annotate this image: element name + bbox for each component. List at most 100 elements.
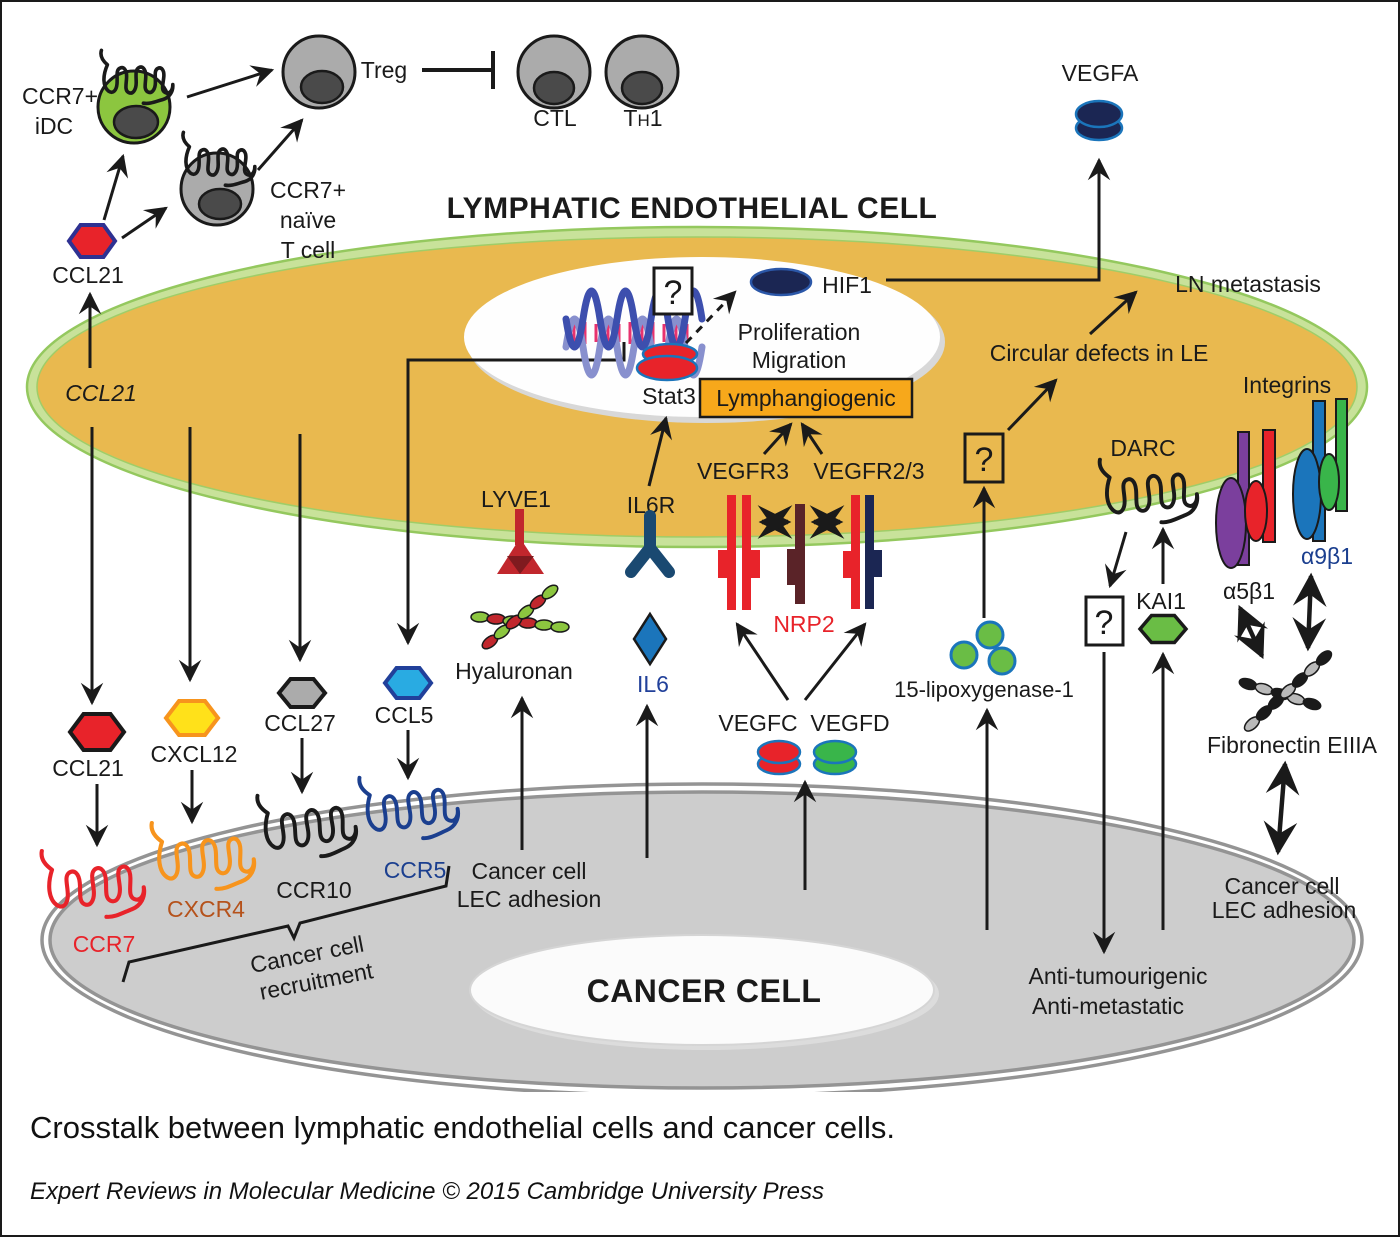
ccr5-label: CCR5 bbox=[384, 857, 447, 883]
th1-label-h: H bbox=[637, 111, 649, 130]
inhibition-treg-ctl bbox=[422, 51, 495, 89]
ccl21-top-label: CCL21 bbox=[52, 262, 124, 288]
arrow-defects-to-lnmet bbox=[1088, 290, 1138, 336]
idc-label-line1: CCR7+ bbox=[22, 83, 98, 109]
naive-tcell bbox=[179, 130, 257, 227]
fibronectin-label: Fibronectin EIIIA bbox=[1207, 732, 1378, 758]
dna-icon bbox=[562, 287, 706, 379]
arrow-idc-to-treg bbox=[186, 65, 275, 99]
lec-title: LYMPHATIC ENDOTHELIAL CELL bbox=[447, 192, 938, 225]
lipoxygenase-label: 15-lipoxygenase-1 bbox=[894, 677, 1074, 702]
darc-label: DARC bbox=[1110, 435, 1175, 461]
arrow-question-to-defects bbox=[1006, 378, 1058, 432]
cxcl12-hexagon bbox=[163, 699, 221, 737]
arrow-vegfd-to-vegfr23 bbox=[803, 622, 867, 701]
arrow-il6r-to-stat3 bbox=[647, 415, 673, 487]
question-lower-label: ? bbox=[1095, 604, 1114, 642]
il6-label: IL6 bbox=[637, 671, 669, 697]
arrow-a9b1-fibronectin bbox=[1292, 572, 1327, 652]
lipoxygenase-icon bbox=[949, 620, 1017, 676]
migration-label: Migration bbox=[752, 347, 847, 373]
ccl21-gene-label: CCL21 bbox=[65, 380, 137, 406]
th1-label-one: 1 bbox=[650, 105, 663, 131]
fibronectin-icon bbox=[1238, 650, 1333, 732]
stat3-icon bbox=[635, 342, 699, 382]
arrow-ccl21-to-naive bbox=[121, 206, 168, 240]
il6r-icon bbox=[625, 510, 675, 578]
ccr7-label: CCR7 bbox=[73, 931, 136, 957]
vegfd-icon bbox=[812, 739, 858, 776]
naive-label-line2: naïve bbox=[280, 207, 336, 233]
vegfd-label: VEGFD bbox=[810, 710, 889, 736]
vegfr23-label: VEGFR2/3 bbox=[813, 458, 924, 484]
hif1-icon bbox=[749, 267, 813, 297]
pathway-diagram: LYMPHATIC ENDOTHELIAL CELL Stat3 ? HIF1 … bbox=[22, 34, 1378, 1092]
ccl21-hexagon bbox=[67, 712, 127, 752]
ccl5-label: CCL5 bbox=[375, 702, 434, 728]
arrow-fibronectin-cancer bbox=[1263, 760, 1300, 856]
question-box-upper bbox=[963, 432, 1005, 484]
treg-label: Treg bbox=[361, 57, 407, 83]
figure-credit: Expert Reviews in Molecular Medicine © 2… bbox=[30, 1178, 824, 1205]
arrow-naive-to-treg bbox=[256, 118, 304, 171]
ctl-cell bbox=[516, 34, 592, 110]
il6-icon bbox=[632, 611, 668, 667]
stat3-label: Stat3 bbox=[642, 383, 696, 409]
adhesion-left-line2: LEC adhesion bbox=[457, 886, 602, 912]
arrow-dna-to-hif1 bbox=[684, 290, 737, 345]
idc-cell bbox=[96, 48, 175, 145]
nrp2-label: NRP2 bbox=[773, 611, 834, 637]
lyve1-icon bbox=[497, 509, 544, 574]
ccl27-label: CCL27 bbox=[264, 710, 336, 736]
naive-label-line3: T cell bbox=[281, 237, 336, 263]
ccl5-hexagon bbox=[382, 666, 434, 700]
integrin-a9b1-icon bbox=[1292, 398, 1348, 542]
figure-caption: Crosstalk between lymphatic endothelial … bbox=[30, 1110, 895, 1145]
arrow-vegfc-to-vegfr3 bbox=[735, 622, 790, 701]
anti-tumourigenic-label: Anti-tumourigenic bbox=[1029, 963, 1208, 989]
th1-label-t: T bbox=[623, 105, 637, 131]
a5b1-label: α5β1 bbox=[1223, 578, 1275, 604]
ccl21-label: CCL21 bbox=[52, 755, 124, 781]
question-box-lower bbox=[1084, 595, 1125, 647]
question-upper-label: ? bbox=[975, 441, 994, 479]
kai1-hexagon bbox=[1137, 613, 1189, 645]
arrow-vegfr3-to-lymph bbox=[762, 422, 793, 456]
arrow-a5b1-fibronectin bbox=[1234, 604, 1268, 660]
arrow-ccl21-to-idc bbox=[102, 153, 129, 221]
naive-label-line1: CCR7+ bbox=[270, 177, 346, 203]
lymphangiogenic-label: Lymphangiogenic bbox=[716, 385, 895, 411]
adhesion-right-line2: LEC adhesion bbox=[1212, 897, 1357, 923]
circular-defects-label: Circular defects in LE bbox=[990, 340, 1209, 366]
arrow-stat3-to-ccl5 bbox=[396, 342, 626, 646]
vegfa-icon bbox=[1074, 99, 1124, 142]
recruitment-bracket bbox=[121, 865, 451, 983]
question-nucleus-label: ? bbox=[664, 274, 683, 312]
adhesion-left-line1: Cancer cell bbox=[471, 858, 586, 884]
anti-metastatic-label: Anti-metastatic bbox=[1032, 993, 1184, 1019]
ccr10-label: CCR10 bbox=[276, 877, 351, 903]
treg-cell bbox=[281, 34, 357, 110]
cxcr4-label: CXCR4 bbox=[167, 896, 245, 922]
vegfr23-icon bbox=[843, 495, 882, 609]
a9b1-label: α9β1 bbox=[1301, 543, 1353, 569]
hyaluronan-icon bbox=[470, 584, 570, 650]
integrin-a5b1-icon bbox=[1215, 429, 1276, 569]
vegfr3-icon bbox=[718, 495, 760, 610]
kai1-label: KAI1 bbox=[1136, 588, 1186, 614]
proliferation-label: Proliferation bbox=[738, 319, 861, 345]
vegfr3-label: VEGFR3 bbox=[697, 458, 789, 484]
hyaluronan-label: Hyaluronan bbox=[455, 658, 573, 684]
th1-label: TH1 bbox=[623, 105, 662, 131]
lymphangiogenic-box bbox=[698, 377, 914, 419]
th1-cell bbox=[604, 34, 680, 110]
ctl-label: CTL bbox=[533, 105, 577, 131]
arrow-darc-to-question bbox=[1104, 531, 1128, 589]
arrow-vegfr23-to-lymph bbox=[800, 422, 824, 455]
arrow-hif1-to-vegfa bbox=[886, 157, 1111, 282]
cancer-title: CANCER CELL bbox=[587, 973, 822, 1009]
vegfc-icon bbox=[756, 739, 802, 776]
vegfc-label: VEGFC bbox=[718, 710, 797, 736]
ccl27-hexagon bbox=[276, 677, 328, 709]
